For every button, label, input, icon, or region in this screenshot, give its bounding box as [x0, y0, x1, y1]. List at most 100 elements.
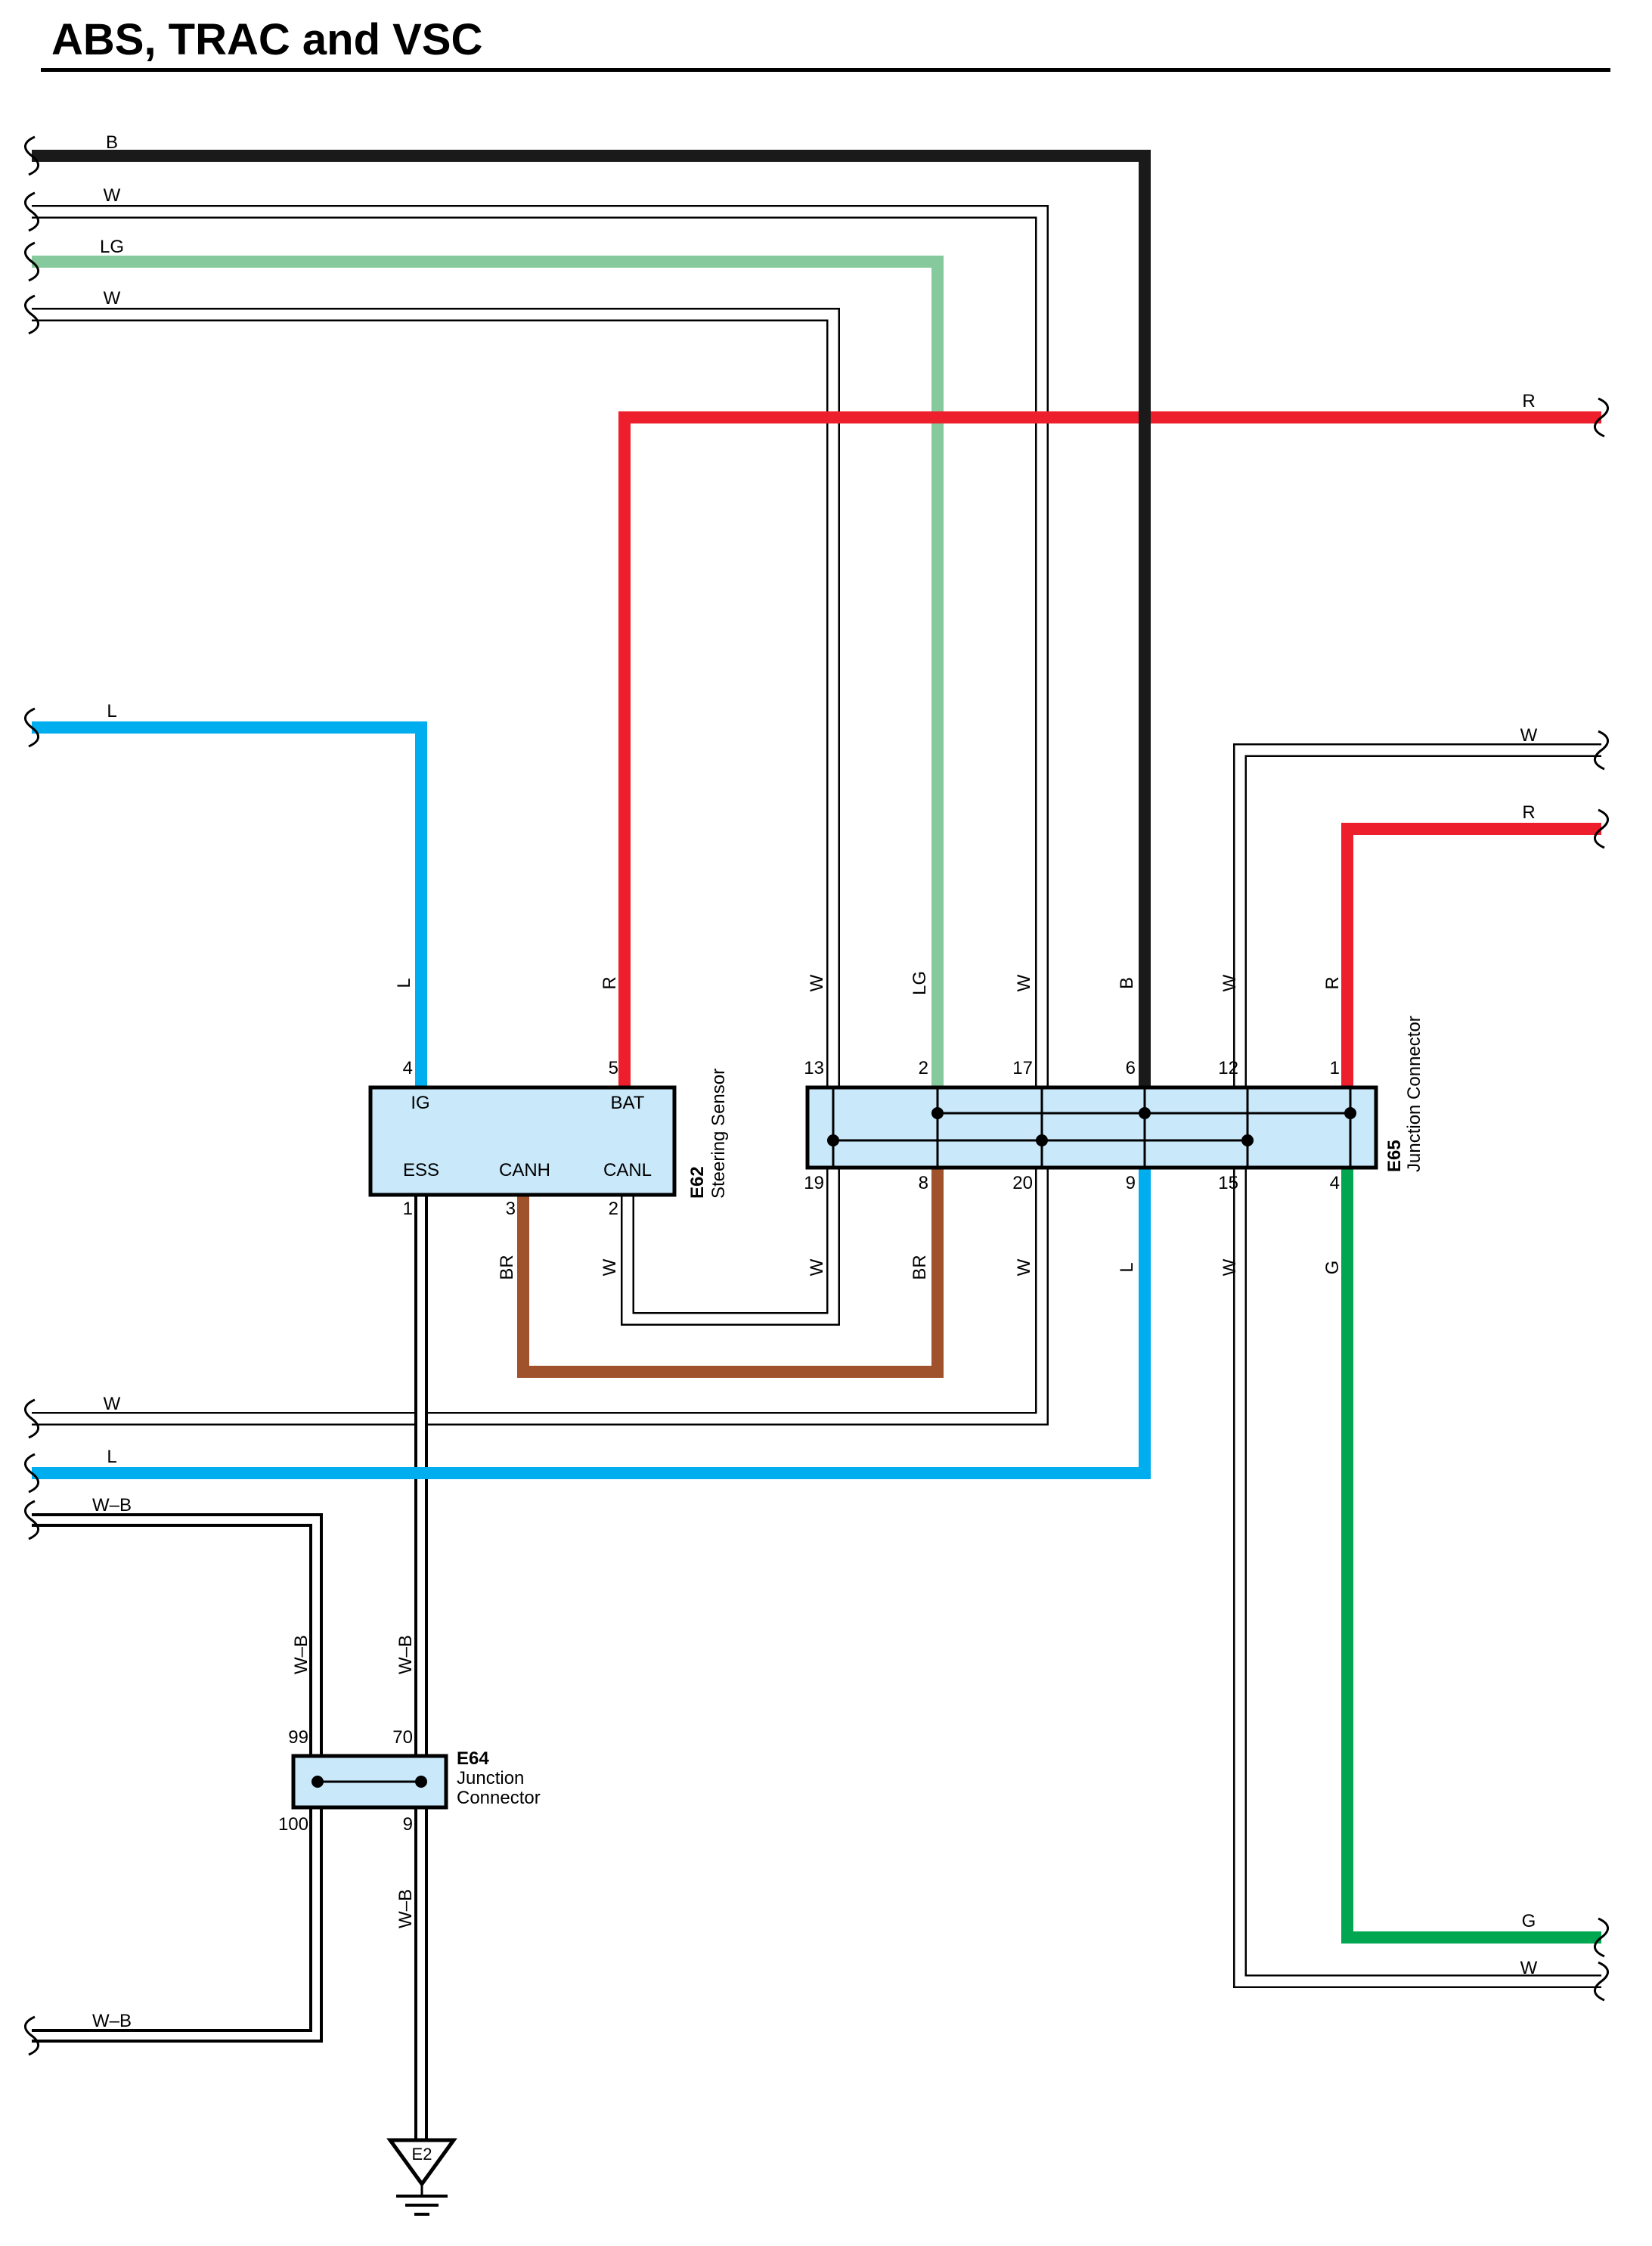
e65-pin-12: 12: [1218, 1058, 1238, 1078]
e65-pin-13: 13: [804, 1058, 824, 1078]
wire-br: [517, 1168, 944, 1378]
wire-label-w-right-mid: W: [1520, 725, 1538, 746]
wire-lg: [32, 256, 944, 1087]
break-mark: [24, 191, 39, 232]
vlabel-e62-pin3: BR: [497, 1255, 517, 1280]
e62-name: Steering Sensor: [708, 1069, 729, 1199]
vlabel-e64-pin70: W–B: [395, 1635, 416, 1674]
vlabel-e64-pin9: W–B: [395, 1889, 416, 1928]
wire-label-wb-1: W–B: [92, 1495, 132, 1515]
wire-r-top: [618, 411, 1601, 1087]
e64-pin-9: 9: [403, 1814, 413, 1835]
e65-junction-connector: E65 Junction Connector: [805, 1016, 1424, 1172]
junction-dot: [1139, 1107, 1151, 1119]
junction-dot: [311, 1776, 324, 1788]
e62-terminal-bat: BAT: [611, 1093, 645, 1113]
vlabel-e64-pin99: W–B: [291, 1635, 311, 1674]
vlabel-e65-pin12: W: [1220, 974, 1240, 991]
e62-pin-2: 2: [609, 1199, 618, 1219]
e65-pin-6: 6: [1126, 1058, 1136, 1078]
wire-label-l-top: L: [107, 701, 116, 721]
e64-name-line2: Connector: [457, 1788, 541, 1808]
vlabel-e65-pin20: W: [1014, 1258, 1034, 1276]
wire-label-r-mid: R: [1522, 802, 1535, 823]
e64-name-line1: Junction: [457, 1768, 524, 1788]
wire-label-lg-top: LG: [100, 237, 124, 257]
e62-pin-3: 3: [506, 1199, 516, 1219]
break-mark: [1594, 397, 1609, 438]
wire-label-g-right: G: [1522, 1911, 1536, 1931]
vlabel-e65-pin15: W: [1220, 1258, 1240, 1276]
junction-dot: [415, 1776, 427, 1788]
wire-b: [32, 150, 1151, 1087]
ground-label: E2: [412, 2145, 432, 2164]
wire-wb-left: [32, 1513, 323, 2043]
e62-terminal-ess: ESS: [403, 1160, 439, 1180]
break-mark: [1594, 1961, 1609, 2002]
e62-steering-sensor: IG BAT ESS CANH CANL E62 Steering Sensor: [368, 1069, 729, 1199]
e65-pin-4: 4: [1330, 1173, 1340, 1193]
title-rule: [41, 68, 1610, 72]
vlabel-e62-pin2: W: [600, 1258, 620, 1276]
junction-dot: [931, 1107, 944, 1119]
e65-pin-1: 1: [1330, 1058, 1340, 1078]
break-mark: [24, 2015, 39, 2056]
break-mark: [1594, 730, 1609, 771]
wire-w-right: [1233, 743, 1601, 1988]
e64-pin-70: 70: [392, 1727, 413, 1748]
vlabel-e65-pin9: L: [1117, 1262, 1137, 1272]
wire-label-w-low: W: [104, 1394, 121, 1414]
junction-dot: [1036, 1134, 1048, 1146]
wire-label-w-top-1: W: [104, 185, 121, 206]
e64-junction-connector: E64 Junction Connector 99 70 100 9: [278, 1727, 541, 1835]
break-mark: [24, 1500, 39, 1540]
e62-pin-5: 5: [609, 1058, 618, 1078]
wire-label-b-top: B: [106, 132, 118, 153]
break-mark: [1594, 808, 1609, 849]
vlabel-e65-pin4: G: [1322, 1261, 1343, 1275]
wire-r-mid: [1341, 823, 1601, 1087]
junction-dot: [827, 1134, 839, 1146]
e65-pin-19: 19: [804, 1173, 824, 1193]
wire-l-bottom: [32, 1168, 1151, 1479]
break-mark: [24, 1453, 39, 1494]
vlabel-e65-pin13: W: [807, 974, 827, 991]
e65-name: Junction Connector: [1404, 1016, 1424, 1172]
vlabel-e65-pin8: BR: [910, 1255, 930, 1280]
break-mark: [24, 707, 39, 748]
e64-pin-100: 100: [278, 1814, 308, 1835]
vlabel-e65-pin6: B: [1117, 977, 1137, 989]
wire-l-top: [32, 721, 427, 1087]
junction-dot: [1344, 1107, 1356, 1119]
junction-dot: [1241, 1134, 1254, 1146]
e62-pin-4: 4: [403, 1058, 413, 1078]
wire-label-r-top: R: [1522, 391, 1535, 411]
e64-pin-99: 99: [288, 1727, 308, 1748]
vlabel-e65-pin19: W: [807, 1258, 827, 1276]
wire-w-top-1: [32, 205, 1049, 1425]
e65-pin-8: 8: [919, 1173, 928, 1193]
break-mark: [1594, 1917, 1609, 1958]
break-mark: [24, 241, 39, 282]
vlabel-e65-pin17: W: [1014, 974, 1034, 991]
wire-w-top-2: [32, 308, 840, 1326]
e62-terminal-canh: CANH: [499, 1160, 550, 1180]
wire-label-w-top-2: W: [104, 288, 121, 309]
e62-pin-1: 1: [403, 1199, 413, 1219]
vlabel-e65-pin2: LG: [910, 971, 930, 995]
e65-pin-2: 2: [919, 1058, 928, 1078]
e65-code: E65: [1384, 1140, 1405, 1172]
vlabel-e62-pin5: R: [600, 976, 620, 989]
e65-pin-17: 17: [1012, 1058, 1033, 1078]
break-mark: [24, 1398, 39, 1439]
e62-code: E62: [687, 1166, 708, 1199]
break-mark: [24, 135, 39, 176]
ground-e2: E2: [386, 2138, 457, 2216]
e62-terminal-canl: CANL: [603, 1160, 652, 1180]
wire-g: [1341, 1168, 1601, 1944]
e65-pin-20: 20: [1012, 1173, 1033, 1193]
vlabel-e65-pin1: R: [1322, 976, 1343, 989]
e65-pin-15: 15: [1218, 1173, 1238, 1193]
wire-label-wb-2: W–B: [92, 2011, 132, 2031]
